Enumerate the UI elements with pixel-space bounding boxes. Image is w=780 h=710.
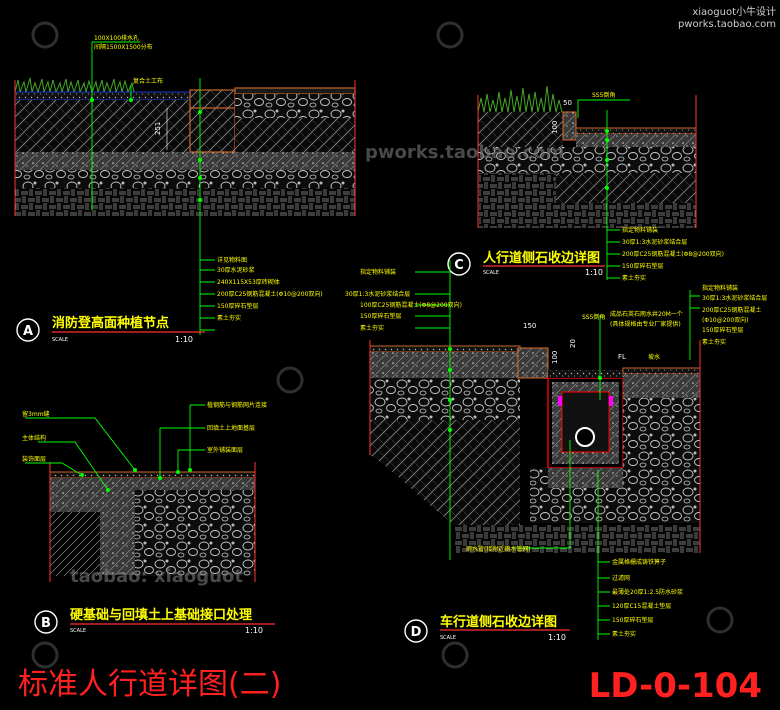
dimension-150: 150 [523,322,536,330]
detail-d-label: 150厚碎石垫层 [612,616,653,624]
detail-d-label: 150厚碎石垫层 [360,312,401,320]
detail-d-label: 最薄处20厚1:2.5防水砂浆 [612,588,683,596]
detail-a-scale-value: 1:10 [175,335,193,344]
detail-c-label: 30厚1:3水泥砂浆结合层 [622,238,687,246]
dimension-100: 100 [551,121,559,134]
detail-d-label: 30厚1:3水泥砂浆结合层 [345,290,410,298]
detail-d-scale-value: 1:10 [548,633,566,642]
detail-d-label: 素土夯实 [612,630,636,638]
sheet-number: LD-0-104 [589,666,762,706]
detail-b-letter: B [41,616,51,631]
detail-d-label: 素土夯实 [360,324,384,332]
watermark-center: pworks.taobao.com [365,142,564,163]
grass-hatch [477,85,563,113]
detail-a-drawing: 251 100X100排水孔 间隔1500X1500分布 复合土工布 详见物料图… [14,34,356,335]
detail-d-letter: D [411,625,422,640]
detail-b-title: 硬基础与回填土上基础接口处理 [70,607,252,623]
dimension-251: 251 [154,122,162,135]
detail-d-title: 车行道侧石收边详图 [440,614,557,630]
detail-c-marker [447,252,471,276]
detail-d-label: 过滤网 [612,574,630,582]
detail-b-label: 回填土上地面基层 [207,424,255,432]
brand-url: pworks.taobao.com [678,19,776,30]
detail-c-title-block: C 人行道侧石收边详图 SCALE 1:10 [447,250,605,277]
label-chamfer: SS5倒角 [582,313,605,321]
detail-d-marker [404,619,428,643]
detail-d-label: 150厚碎石垫层 [702,326,743,334]
detail-d-label: 100厚C25钢筋混凝土(Φ8@200双向) [360,301,462,309]
finish-level-mark: FL [618,353,626,361]
detail-c-letter: C [454,258,464,273]
dimension-20: 20 [569,339,577,348]
detail-b-label: 室外铺装面层 [207,446,243,454]
detail-d-label: 金属格栅成铸铁箅子 [612,558,666,566]
detail-d-label: 指定物料铺装 [360,268,396,276]
detail-a-letter: A [23,324,33,339]
detail-a-label: 200厚C25钢筋混凝土(Φ10@200双向) [217,290,323,298]
detail-c-label: 素土夯实 [622,274,646,282]
detail-b-scale-label: SCALE [70,628,86,634]
detail-c-drawing: 50 100 SS5倒角 指定物料铺装 30厚1:3水泥砂浆结合层 200厚C2… [477,85,724,282]
detail-d-label: (Φ10@200双向) [702,316,749,324]
detail-a-title: 消防登高面种植节点 [52,315,169,331]
detail-b-drawing: 留3mm缝 主体结构 装饰面层 植钢筋与钢筋网片连接 回填土上地面基层 室外铺装… [22,401,267,582]
label-spacing: 间隔1500X1500分布 [94,43,153,51]
detail-c-label: 150厚碎石垫层 [622,262,663,270]
watermark-logos [31,21,734,669]
dimension-50: 50 [563,99,572,107]
detail-d-label: 指定物料铺装 [702,284,738,292]
detail-b-scale-value: 1:10 [245,626,263,635]
detail-b-title-block: B 硬基础与回填土上基础接口处理 SCALE 1:10 [34,607,275,635]
detail-d-scale-label: SCALE [440,635,456,641]
brand-name: xiaoguot小牛设计 [692,5,776,18]
detail-a-label: 150厚碎石垫层 [217,302,258,310]
detail-d-pipe-label: 雨水管(接附近雨水管网) [466,545,531,553]
detail-d-label: 30厚1:3水泥砂浆结合层 [702,294,767,302]
watermark-bottom-left: taobao: xiaoguot [70,566,243,587]
detail-d-drawing: 150 100 20 SS5倒角 FL 坡水 指定物料铺装 30厚1:3水泥砂浆… [345,260,767,640]
slope-label: 坡水 [648,353,660,361]
dimension-100: 100 [551,351,559,364]
detail-d-title-block: D 车行道侧石收边详图 SCALE 1:10 [404,614,570,643]
detail-b-marker [34,610,58,634]
sheet-title: 标准人行道详图(二) [18,667,281,702]
detail-c-label: 200厚C25钢筋混凝土(Φ8@200双向) [622,250,724,258]
detail-a-title-block: A 消防登高面种植节点 SCALE 1:10 [16,315,205,344]
detail-c-label: 指定物料铺装 [622,226,658,234]
detail-a-marker [16,318,40,342]
detail-a-label: 素土夯实 [217,314,241,322]
detail-c-scale-value: 1:10 [585,268,603,277]
grass-hatch [14,77,135,94]
label-chamfer: SS5倒角 [592,91,615,99]
detail-d-label: 200厚C25钢筋混凝土 [702,306,761,314]
detail-a-label: 详见物料图 [217,256,247,264]
detail-b-label: 主体结构 [22,434,46,442]
detail-b-label: 装饰面层 [22,455,46,463]
label-geotextile: 复合土工布 [133,77,163,85]
detail-d-label: 素土夯实 [702,338,726,346]
detail-c-title: 人行道侧石收边详图 [483,250,600,266]
detail-a-label: 30厚水泥砂浆 [217,266,255,274]
detail-b-label: 留3mm缝 [22,410,50,418]
detail-b-label: 植钢筋与钢筋网片连接 [207,401,267,409]
detail-a-scale-label: SCALE [52,337,68,343]
detail-d-note: 成品石英石雨水井20M一个 [610,310,683,318]
detail-d-label: 120厚C15混凝土垫层 [612,602,671,610]
label-drain-hole: 100X100排水孔 [94,34,139,42]
detail-a-label: 240X115X53厚砖砌体 [217,278,280,286]
detail-d-note: (具体规格由专业厂家提供) [610,320,681,328]
detail-c-scale-label: SCALE [483,270,499,276]
